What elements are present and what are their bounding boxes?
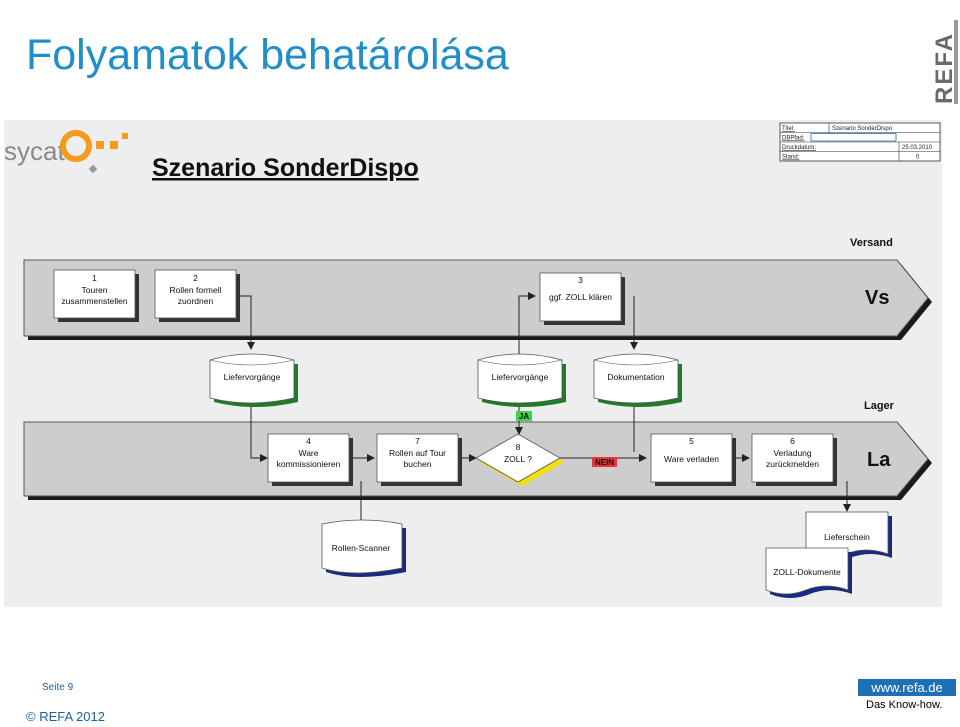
logo-text: REFA [931,32,958,104]
step-3-number: 3 [578,275,583,285]
step-7: 7 Rollen auf Tour buchen [376,433,462,486]
info-value-druckdatum: 25.03.2010 [902,145,933,151]
decision-label: ZOLL ? [504,454,532,464]
step-4-number: 4 [306,436,311,446]
datastore-liefervorgaenge-2: Liefervorgänge [477,353,566,407]
decision-no-label: NEIN [592,457,617,467]
lane-short-vs: Vs [865,287,889,309]
info-value-stand: 0 [916,155,920,161]
step-6-line1: Verladung [773,448,812,458]
decision-yes-label: JA [516,411,532,421]
info-label-druckdatum: Druckdatum: [782,145,816,151]
step-6: 6 Verladung zurückmelden [751,433,837,486]
step-4-line1: Ware [299,448,319,458]
lane-label-lager: Lager [864,400,895,412]
step-2-number: 2 [193,273,198,283]
copyright: © REFA 2012 [26,709,105,724]
info-box: Titel: Szenario SonderDispo DBPfad: Druc… [779,122,941,162]
step-4-line2: kommissionieren [277,459,341,469]
diagram-canvas: sycat Szenario SonderDispo Titel: Szenar… [4,122,941,598]
step-1-line1: Touren [82,285,108,295]
svg-text:JA: JA [519,412,529,421]
datastore-rollen-scanner: Rollen-Scanner [321,519,406,577]
info-value-title: Szenario SonderDispo [832,126,893,132]
datastore-1-label: Liefervorgänge [224,372,281,382]
step-6-line2: zurückmelden [766,459,819,469]
website-link[interactable]: www.refa.de [858,679,956,696]
sycat-brand-text: sycat [4,136,65,166]
step-1-line2: zusammenstellen [61,296,127,306]
step-1: 1 Touren zusammenstellen [53,269,139,322]
lane-label-versand: Versand [850,237,893,249]
page-number: Seite 9 [42,682,74,693]
info-label-dbpfad: DBPfad: [782,136,805,142]
document-1-label: Lieferschein [824,532,870,542]
document-2-label: ZOLL-Dokumente [773,567,841,577]
datastore-liefervorgaenge-1: Liefervorgänge [209,353,298,407]
step-1-number: 1 [92,273,97,283]
info-label-title: Titel: [782,126,795,132]
lane-short-la: La [867,449,891,471]
step-7-line2: buchen [404,459,432,469]
datastore-2-label: Liefervorgänge [492,372,549,382]
datastore-3-label: Dokumentation [607,372,664,382]
decision-zoll: 8 ZOLL ? [475,433,564,486]
step-7-line1: Rollen auf Tour [389,448,446,458]
step-6-number: 6 [790,436,795,446]
step-3: 3 ggf. ZOLL klären [539,272,625,325]
step-5-line1: Ware verladen [664,454,719,464]
tagline: Das Know-how. [866,699,943,711]
document-zoll-dokumente: ZOLL-Dokumente [765,547,852,598]
step-5: 5 Ware verladen [650,433,736,486]
sycat-logo: sycat [4,130,128,174]
slide-title: Folyamatok behatárolása [26,31,509,79]
step-3-line1: ggf. ZOLL klären [549,292,612,302]
step-4: 4 Ware kommissionieren [267,433,353,486]
decision-number: 8 [516,442,521,452]
lane-versand: Vs [23,259,932,340]
step-2: 2 Rollen formell zuordnen [154,269,240,322]
step-5-number: 5 [689,436,694,446]
datastore-4-label: Rollen-Scanner [332,543,391,553]
info-label-stand: Stand: [782,155,800,161]
svg-text:NEIN: NEIN [595,458,614,467]
refa-logo: REFA [918,18,960,106]
step-2-line1: Rollen formell [170,285,222,295]
datastore-dokumentation: Dokumentation [593,353,682,407]
step-2-line2: zuordnen [178,296,214,306]
diagram-heading: Szenario SonderDispo [152,154,419,182]
process-diagram: sycat Szenario SonderDispo Titel: Szenar… [4,120,942,607]
step-7-number: 7 [415,436,420,446]
